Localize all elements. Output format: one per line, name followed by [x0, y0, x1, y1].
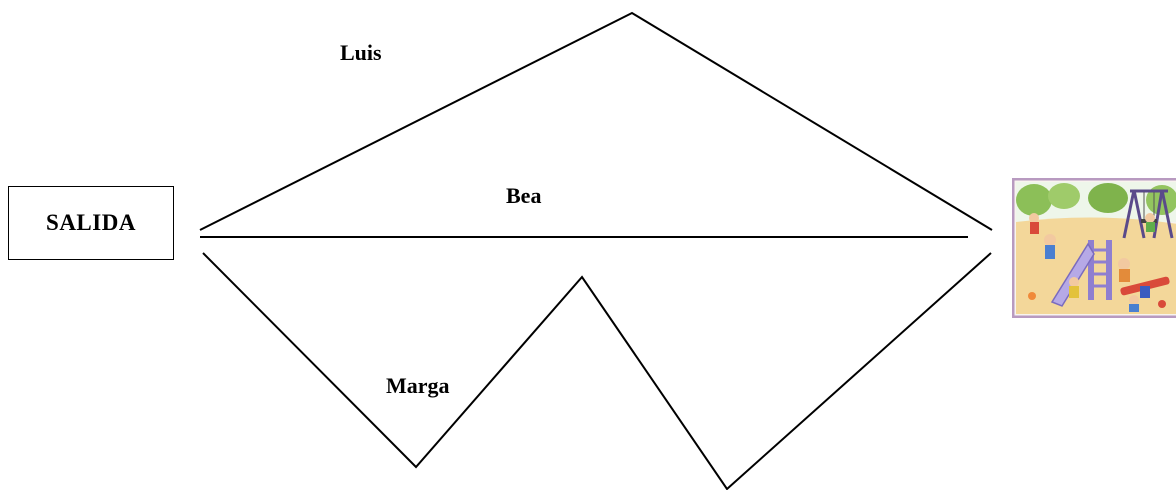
playground-illustration-icon	[1012, 178, 1176, 318]
route-marga-line	[203, 253, 991, 489]
route-luis-line	[200, 13, 992, 230]
route-label-luis: Luis	[340, 42, 382, 64]
start-label: SALIDA	[46, 210, 136, 236]
start-box: SALIDA	[8, 186, 174, 260]
route-label-marga: Marga	[386, 375, 450, 397]
route-label-bea: Bea	[506, 185, 541, 207]
